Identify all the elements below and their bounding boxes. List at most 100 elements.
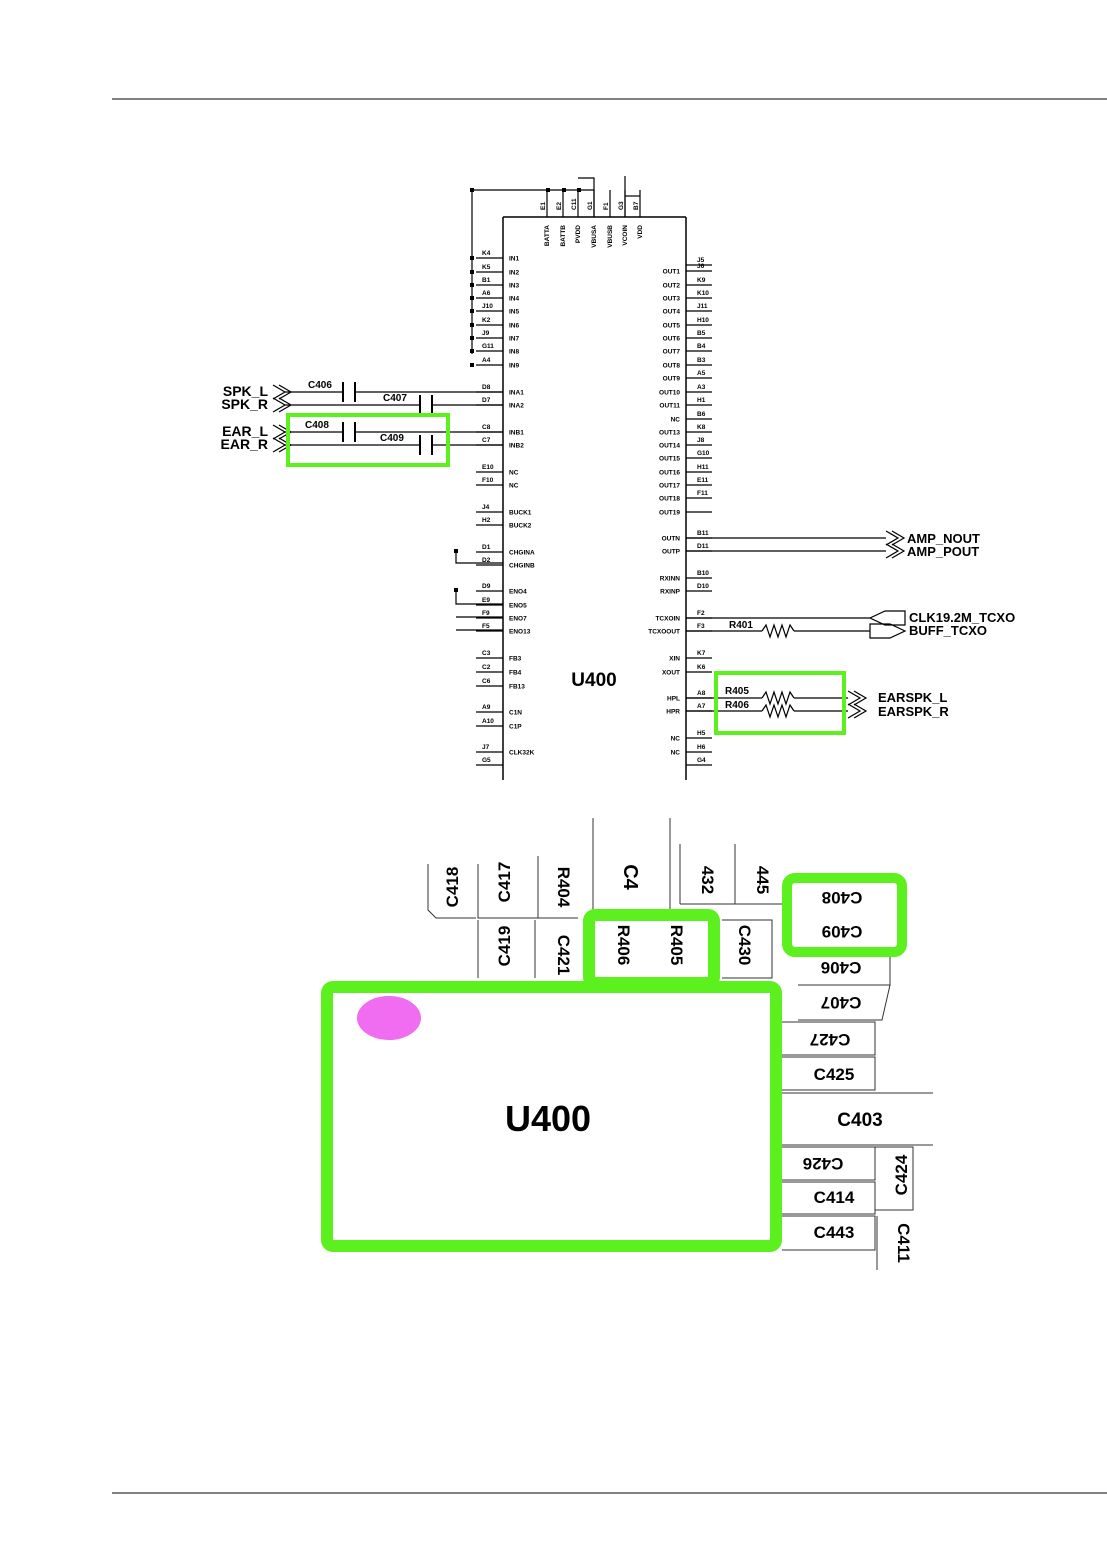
right-pin-ball: F11 bbox=[697, 490, 708, 497]
c409-label: C409 bbox=[380, 433, 404, 444]
left-pin-ball: C8 bbox=[482, 424, 491, 431]
right-pin-name: OUT19 bbox=[659, 510, 680, 517]
left-pin-ball: A6 bbox=[482, 290, 491, 297]
left-pin-ball: K2 bbox=[482, 317, 491, 324]
right-pin-name: HPL bbox=[667, 696, 680, 703]
right-pin: G4 bbox=[686, 757, 712, 766]
part-c4x: C4 bbox=[619, 864, 641, 890]
right-pin-ball: F2 bbox=[697, 610, 705, 617]
top-pin-name: VBUSA bbox=[591, 225, 598, 248]
top-pin-group: E1BATTAE2BATTBC11PVDDG1VBUSAF1VBUSBG3VCO… bbox=[540, 190, 644, 248]
left-pin-ball: D2 bbox=[482, 557, 491, 564]
right-pin-name: OUT6 bbox=[663, 336, 681, 343]
left-pin-name: ENO13 bbox=[509, 629, 531, 636]
highlight-r405-r406 bbox=[714, 671, 846, 735]
left-pin-name: NC bbox=[509, 483, 519, 490]
left-junctions bbox=[454, 549, 458, 592]
part-c407: C407 bbox=[821, 993, 862, 1012]
part-c419: C419 bbox=[495, 926, 514, 967]
right-pin-ball: K8 bbox=[697, 424, 706, 431]
highlight-c408-c409-layout bbox=[782, 873, 907, 957]
right-pin-name: RXINP bbox=[660, 589, 681, 596]
left-pin-name: BUCK2 bbox=[509, 523, 532, 530]
part-c425: C425 bbox=[814, 1065, 855, 1084]
right-pin-ball: G10 bbox=[697, 450, 710, 457]
left-pin-ball: G5 bbox=[482, 757, 491, 764]
spk-l-net: SPK_L bbox=[223, 383, 269, 399]
right-pin-name: OUTN bbox=[662, 536, 681, 543]
top-pin-name: BATTB bbox=[560, 225, 567, 247]
top-pin-ball: G3 bbox=[618, 201, 625, 210]
layout-chip-label: U400 bbox=[505, 1098, 591, 1139]
left-wiring bbox=[455, 551, 503, 631]
right-pin-ball: A3 bbox=[697, 384, 706, 391]
top-pin-ball: E2 bbox=[556, 202, 563, 210]
part-r406: R406 bbox=[614, 925, 633, 966]
right-pin-name: NC bbox=[671, 417, 681, 424]
right-pin-name: OUT3 bbox=[663, 296, 681, 303]
left-pin-name: IN2 bbox=[509, 270, 520, 277]
amp-nout-net: AMP_NOUT bbox=[907, 531, 980, 546]
left-pin-ball: C7 bbox=[482, 437, 491, 444]
left-pin-name: FB13 bbox=[509, 684, 525, 691]
part-c421: C421 bbox=[554, 935, 573, 976]
right-pin-name: TCXOOUT bbox=[648, 629, 680, 636]
right-pin-name: OUT2 bbox=[663, 283, 681, 290]
right-pin-ball: B3 bbox=[697, 357, 706, 364]
right-pin-name: XIN bbox=[669, 656, 680, 663]
left-pin-ball: E9 bbox=[482, 597, 490, 604]
part-c443: C443 bbox=[814, 1223, 855, 1242]
right-pin-name: XOUT bbox=[662, 670, 680, 677]
right-pin-name: TCXOIN bbox=[655, 616, 680, 623]
left-pin-name: CHGINB bbox=[509, 563, 535, 570]
left-pin-name: IN9 bbox=[509, 363, 520, 370]
top-pin-name: VBUSB bbox=[607, 225, 614, 248]
right-pin-ball: K9 bbox=[697, 277, 706, 284]
left-pin-ball: D8 bbox=[482, 384, 491, 391]
highlight-c408-c409 bbox=[286, 413, 450, 467]
right-pin-name: OUTP bbox=[662, 549, 681, 556]
left-pin-name: C1N bbox=[509, 710, 522, 717]
left-pin-ball: H2 bbox=[482, 517, 491, 524]
left-pin-name: IN8 bbox=[509, 349, 520, 356]
right-pin-ball: A5 bbox=[697, 370, 706, 377]
left-pin-ball: J7 bbox=[482, 744, 490, 751]
top-pin-name: BATTA bbox=[544, 225, 551, 246]
left-pin-ball: G11 bbox=[482, 343, 494, 350]
right-pin-name: NC bbox=[671, 736, 681, 743]
output-network bbox=[686, 530, 907, 719]
r401-label: R401 bbox=[729, 620, 753, 631]
right-pin-name: OUT9 bbox=[663, 376, 681, 383]
top-pin-name: VCOIN bbox=[622, 225, 629, 246]
right-pin-ball: B11 bbox=[697, 530, 709, 537]
left-pin-ball: B1 bbox=[482, 277, 491, 284]
left-pin-ball: F9 bbox=[482, 610, 490, 617]
highlight-r405-r406-layout bbox=[583, 909, 720, 989]
